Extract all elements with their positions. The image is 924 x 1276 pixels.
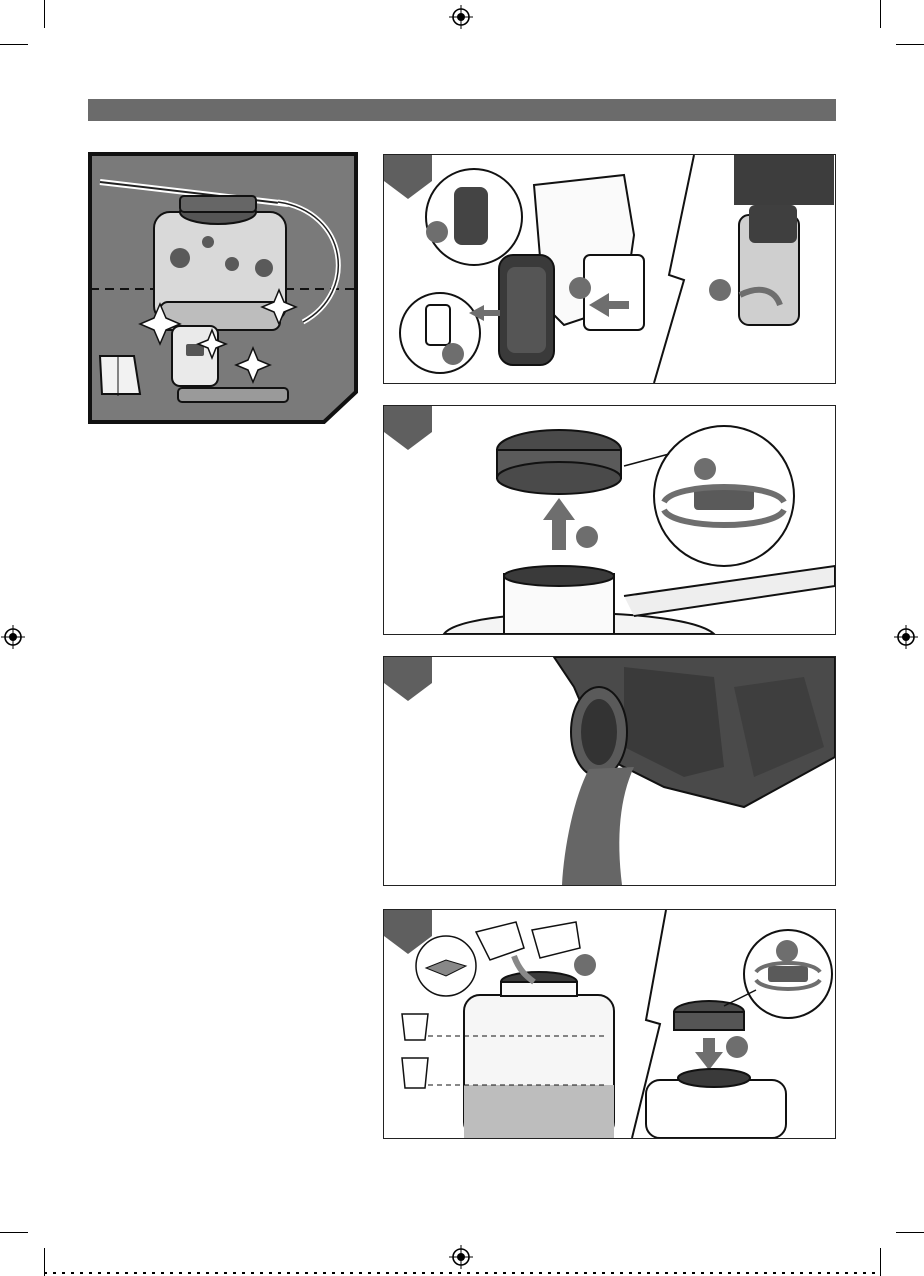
crop-mark-tl-h xyxy=(0,44,28,45)
arrow-down-icon xyxy=(695,1038,723,1070)
fig-step-3 xyxy=(383,656,836,886)
measuring-cup-icon xyxy=(402,1014,428,1088)
fig-step-4 xyxy=(383,909,836,1139)
crop-mark-bl-h xyxy=(0,1232,28,1233)
crop-mark-tr-v xyxy=(880,0,881,28)
step-badge xyxy=(726,1036,748,1058)
step-badge xyxy=(442,343,464,365)
section-header-bar xyxy=(88,99,836,121)
step-badge xyxy=(576,526,598,548)
pour-cup-icon xyxy=(476,922,580,960)
crop-mark-br-h xyxy=(896,1232,924,1233)
fig-step-2 xyxy=(383,405,836,635)
registration-mark-right xyxy=(894,625,918,649)
step-badge xyxy=(426,221,448,243)
registration-mark-top xyxy=(449,5,473,29)
registration-mark-bottom xyxy=(449,1245,473,1269)
step-badge xyxy=(776,940,798,962)
arrow-up-icon xyxy=(543,498,575,550)
step-badge xyxy=(569,277,591,299)
tank-cap-icon xyxy=(674,1001,744,1030)
bottom-trim-line xyxy=(44,1272,880,1274)
pour-liquid-icon xyxy=(562,767,634,885)
registration-mark-left xyxy=(1,625,25,649)
battery-icon xyxy=(734,155,834,325)
fig-step-1 xyxy=(383,154,836,384)
step-badge xyxy=(694,458,716,480)
tank-cap-icon xyxy=(497,430,621,494)
crop-mark-br-v xyxy=(880,1248,881,1276)
battery-icon xyxy=(499,255,554,365)
cloth-icon xyxy=(100,356,140,396)
crop-mark-tr-h xyxy=(896,44,924,45)
step-badge xyxy=(709,279,731,301)
step-badge xyxy=(574,954,596,976)
fig-cleaning xyxy=(88,152,358,424)
crop-mark-tl-v xyxy=(44,0,45,28)
